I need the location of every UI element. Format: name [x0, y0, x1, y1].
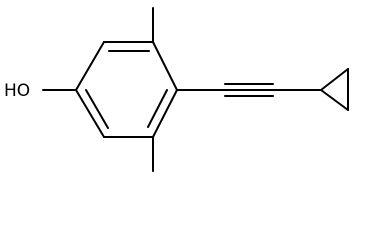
ring-inner-double-bond-right	[147, 89, 168, 128]
ring-inner-double-bond-left	[85, 89, 109, 129]
chemical-structure-diagram: HO	[4, 7, 349, 172]
cyclopropyl-bond-left-top	[320, 68, 349, 91]
cyclopropyl-bond-bottom-left	[320, 89, 349, 111]
ring-bond-c1-c2	[75, 41, 105, 91]
hydroxyl-label: HO	[4, 81, 30, 101]
benzene-ring	[75, 41, 178, 138]
ring-bond-c6-c1	[75, 89, 105, 138]
hydroxyl-group: HO	[4, 81, 77, 101]
ring-bond-c4-c5	[152, 89, 178, 138]
ring-bond-c3-c4	[152, 41, 178, 91]
ethynyl-linker	[176, 83, 322, 97]
cyclopropyl-ring	[320, 68, 349, 111]
